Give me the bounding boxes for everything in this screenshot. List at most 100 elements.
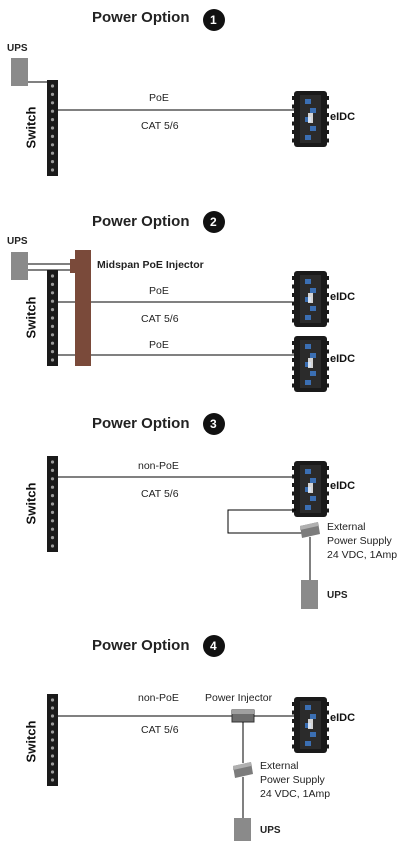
ups-block [301,580,318,609]
switch-device [47,270,58,366]
eidc-notch [326,113,329,117]
option-4-number-badge [203,635,225,657]
switch-port [50,151,55,155]
eidc-led [305,135,311,140]
switch-port [50,118,55,122]
option-4-title: Power Option [92,637,190,654]
eidc-lens [308,293,313,303]
cable-type-label: CAT 5/6 [141,313,179,325]
switch-port [50,460,55,464]
switch-port [50,358,55,362]
power-supply-label: External Power Supply 24 VDC, 1Amp [260,759,330,801]
switch-port [50,706,55,710]
poe-label: PoE [149,285,169,297]
option-3-number-badge [203,413,225,435]
eidc-label: eIDC [330,111,356,123]
switch-port [50,477,55,481]
eidc-notch [326,375,329,379]
eidc-device [292,91,329,147]
eidc-notch [292,310,295,314]
switch-port [50,510,55,514]
eidc-notch [326,138,329,143]
power-supply-label-line: External [260,760,299,772]
option-1-title: Power Option [92,9,190,26]
eidc-notch [292,710,295,715]
switch-port [50,143,55,147]
eidc-led [310,288,316,293]
eidc-notch [326,301,329,306]
eidc-notch [326,483,329,487]
cable-type-label: CAT 5/6 [141,724,179,736]
power-supply-label-line: Power Supply [327,535,392,547]
switch-port [50,324,55,328]
midspan-injector [70,250,91,366]
eidc-led [305,705,311,710]
eidc-notch [292,491,295,496]
switch-port [50,730,55,734]
eidc-notch [292,318,295,323]
option-3-number: 3 [210,417,217,431]
power-supply-label: External Power Supply 24 VDC, 1Amp [327,520,397,562]
power-supply-label-line: External [327,521,366,533]
option-1-number-badge [203,9,225,31]
ups-block [234,818,251,841]
switch-port [50,494,55,498]
switch-ports [50,84,55,172]
eidc-notch [292,349,295,354]
switch-port [50,485,55,489]
switch-port [50,738,55,742]
power-supply-label-line: 24 VDC, 1Amp [327,549,398,561]
eidc-notch [292,736,295,740]
eidc-notch [326,130,329,134]
switch-port [50,92,55,96]
eidc-notch [292,466,295,470]
eidc-notch [326,491,329,496]
switch-port [50,778,55,782]
eidc-notch [292,121,295,126]
eidc-notch [326,318,329,323]
eidc-notch [292,719,295,723]
eidc-notch [326,466,329,470]
eidc-notch [326,341,329,345]
option-1-number: 1 [210,13,217,27]
switch-port [50,168,55,172]
switch-port [50,762,55,766]
eidc-device [292,697,329,753]
eidc-led [305,99,311,104]
eidc-notch [326,293,329,297]
eidc-led [305,741,311,746]
switch-port [50,722,55,726]
ups-label: UPS [327,590,348,601]
switch-label: Switch [23,482,39,525]
eidc-notch [292,341,295,345]
option-1 [11,9,329,176]
eidc-notch [292,276,295,280]
eidc-notch [326,744,329,749]
power-supply-label-line: 24 VDC, 1Amp [260,788,331,800]
eidc-label: eIDC [330,480,356,492]
eidc-lens [308,113,313,123]
option-3-title: Power Option [92,415,190,432]
switch-device [47,80,58,176]
eidc-notch [292,104,295,109]
eidc-device [292,461,329,517]
eidc-notch [292,375,295,379]
option-2-title: Power Option [92,213,190,230]
switch-port [50,544,55,548]
switch-label: Switch [23,720,39,763]
switch-port [50,282,55,286]
eidc-lens [308,719,313,729]
switch-port [50,698,55,702]
eidc-label: eIDC [330,712,356,724]
eidc-notch [326,383,329,388]
switch-port [50,316,55,320]
eidc-notch [292,96,295,100]
non-poe-label: non-PoE [138,692,179,704]
eidc-led [305,469,311,474]
switch-port [50,536,55,540]
switch-port [50,333,55,337]
eidc-notch [326,702,329,706]
switch-label: Switch [23,106,39,149]
eidc-notch [292,474,295,479]
